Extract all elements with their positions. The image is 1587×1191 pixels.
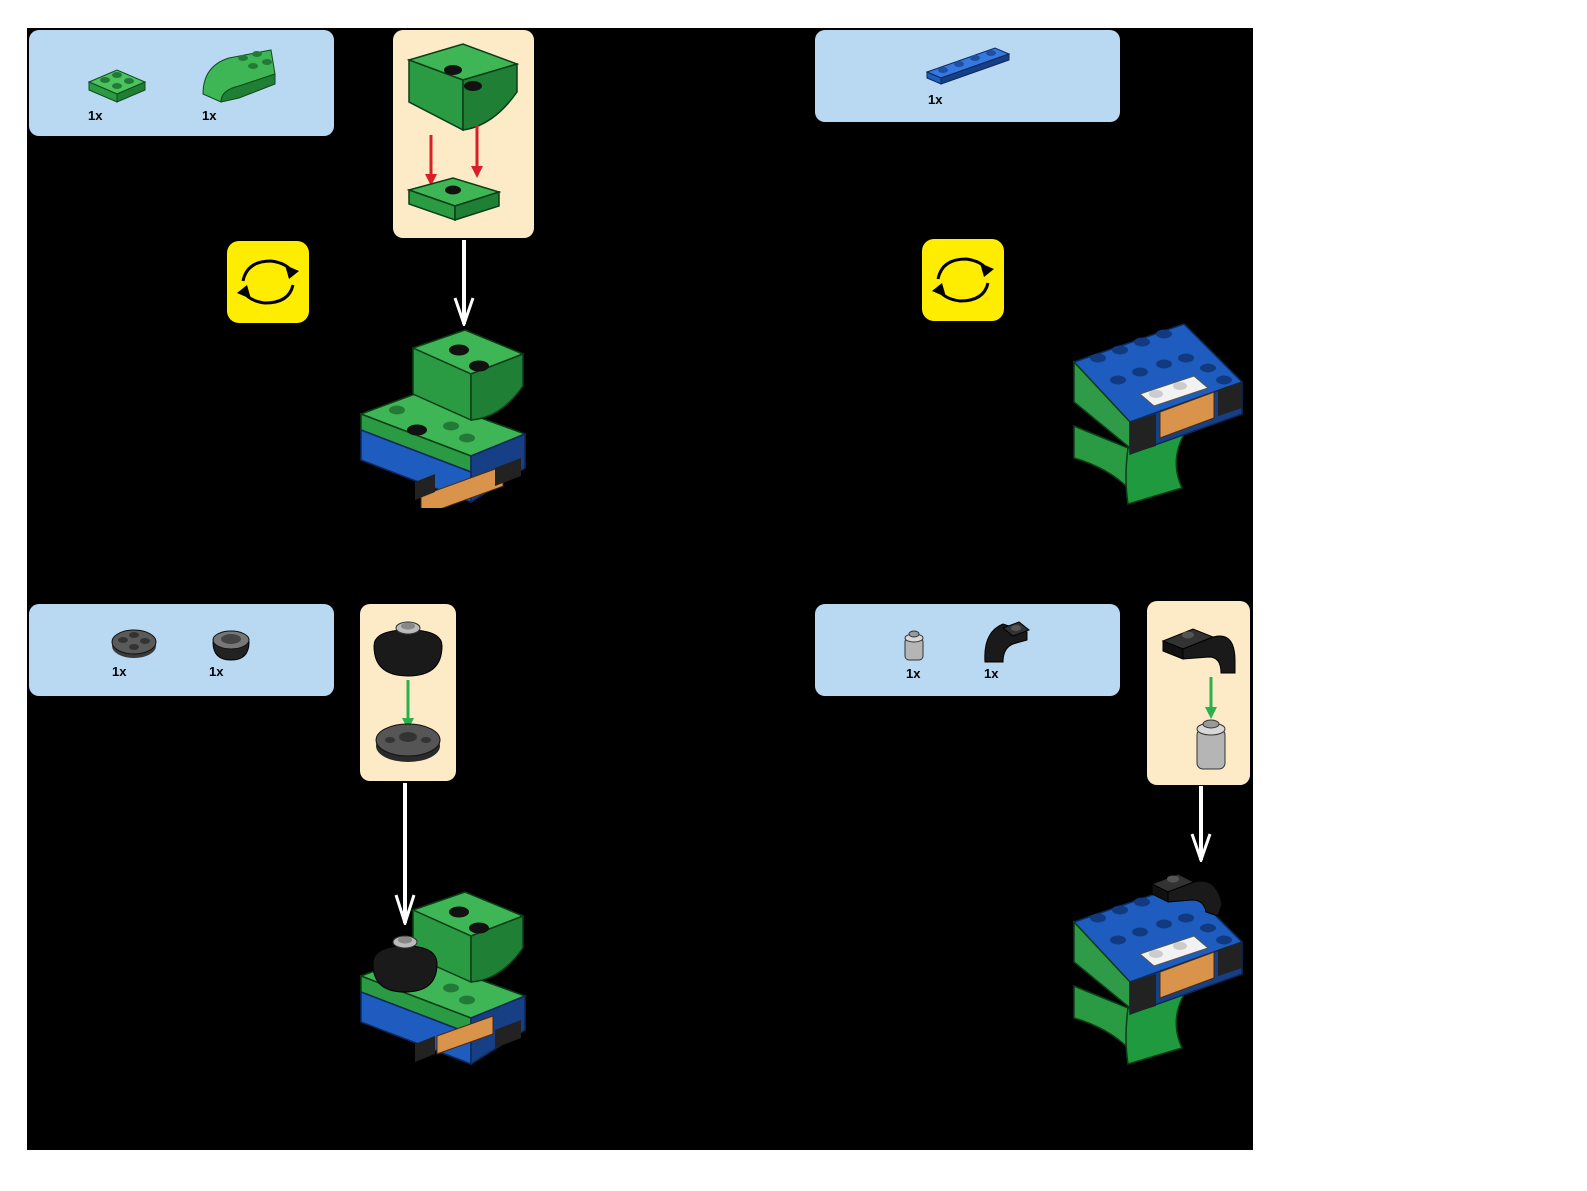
step-3-subassembly [360, 604, 456, 781]
part-quantity: 1x [88, 108, 103, 123]
part-quantity: 1x [112, 664, 127, 679]
black-curved-bracket-icon [979, 618, 1033, 664]
step-1-parts-list: 1x 1x [29, 30, 334, 136]
rotate-model-icon [922, 239, 1004, 321]
black-dome-icon [209, 624, 253, 662]
subassembly-illustration [1161, 628, 1236, 770]
step-2-parts-list: 1x [815, 30, 1120, 122]
step-4-model [1068, 856, 1246, 1068]
step-3-model [355, 884, 533, 1070]
step-2-model [1068, 318, 1246, 508]
part-quantity: 1x [928, 92, 943, 107]
green-plate-2x2-icon [85, 60, 149, 106]
subassembly-illustration [406, 43, 520, 222]
blue-plate-1x4-icon [925, 44, 1011, 86]
light-grey-round-brick-icon [901, 628, 927, 664]
step-4-parts-list: 1x 1x [815, 604, 1120, 696]
down-arrow [394, 783, 416, 925]
part-quantity: 1x [906, 666, 921, 681]
green-curved-slope-icon [199, 44, 279, 106]
down-arrow [453, 240, 475, 326]
dark-grey-round-plate-icon [109, 624, 159, 662]
step-1-subassembly [393, 30, 534, 238]
step-1-model [355, 322, 533, 508]
rotate-model-icon [227, 241, 309, 323]
instruction-page [27, 28, 1253, 1150]
subassembly-illustration [373, 621, 443, 762]
part-quantity: 1x [202, 108, 217, 123]
down-arrow [1190, 786, 1212, 862]
part-quantity: 1x [209, 664, 224, 679]
part-quantity: 1x [984, 666, 999, 681]
step-3-parts-list: 1x 1x [29, 604, 334, 696]
step-4-subassembly [1147, 601, 1250, 785]
